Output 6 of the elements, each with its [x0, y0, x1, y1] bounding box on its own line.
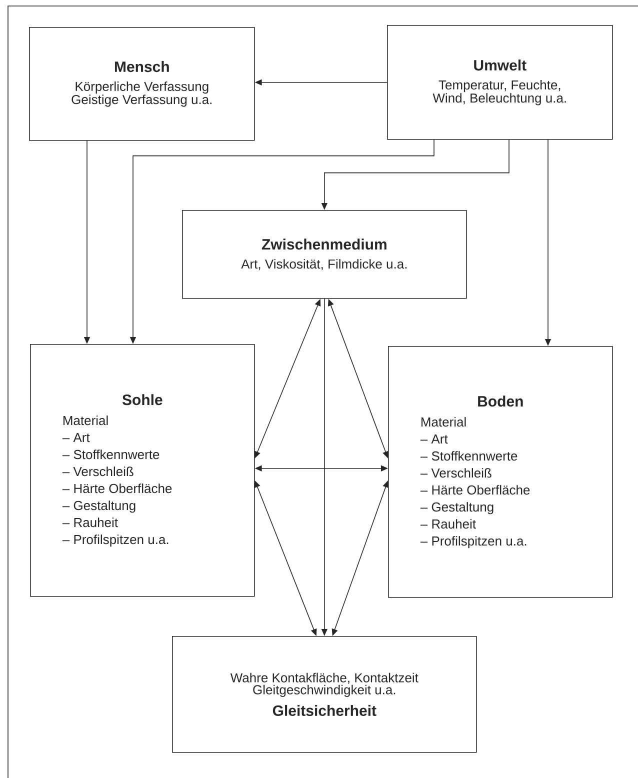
text-box: Mensch Körperliche Verfassung Geistige Verfassung u.a. — [29, 27, 255, 141]
text-box: Zwischenmedium Art, Viskosität, Filmdicke u.a. — [182, 210, 467, 299]
text-box: Boden Material – Art – Stoffkennwerte – Verschleiß – Härte Oberfläche – Gestaltung – Rauheit – Profilspitzen u.a. — [388, 346, 613, 598]
text-box: Wahre Kontakfläche, Kontaktzeit Gleitgeschwindigkeit u.a. Gleitsicherheit — [172, 636, 477, 753]
text-box: Umwelt Temperatur, Feuchte, Wind, Beleuchtung u.a. — [387, 25, 613, 140]
text-box: Sohle Material – Art – Stoffkennwerte – Verschleiß – Härte Oberfläche – Gestaltung – Rauheit – Profilspitzen u.a. — [30, 344, 255, 597]
